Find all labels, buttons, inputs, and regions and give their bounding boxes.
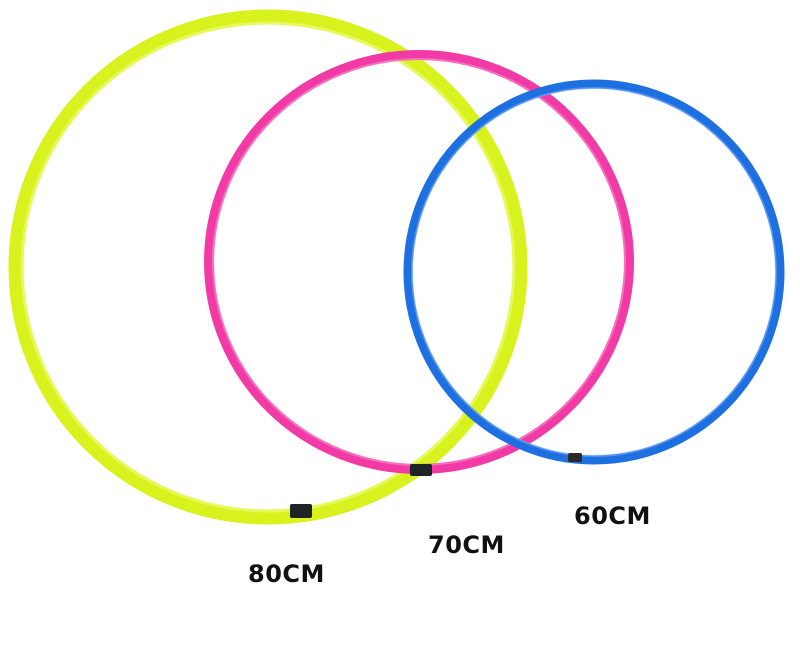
- size-label-70cm: 70CM: [428, 531, 505, 559]
- hoop-60cm-ring: [403, 79, 785, 465]
- hoop-60cm-joint: [568, 453, 582, 462]
- hoop-80cm-joint: [290, 504, 312, 518]
- hoop-80cm-ring: [8, 9, 528, 525]
- hoop-70cm-joint: [410, 464, 432, 476]
- hoop-80cm-highlight: [20, 21, 516, 513]
- hoop-70cm-highlight: [212, 58, 626, 466]
- size-label-80cm: 80CM: [248, 560, 325, 588]
- hoop-60cm: [403, 79, 785, 465]
- hoop-70cm: [204, 50, 634, 476]
- hoop-60cm-highlight: [411, 87, 777, 457]
- hoop-80cm: [8, 9, 528, 525]
- size-label-60cm: 60CM: [574, 502, 651, 530]
- hoop-70cm-ring: [204, 50, 634, 474]
